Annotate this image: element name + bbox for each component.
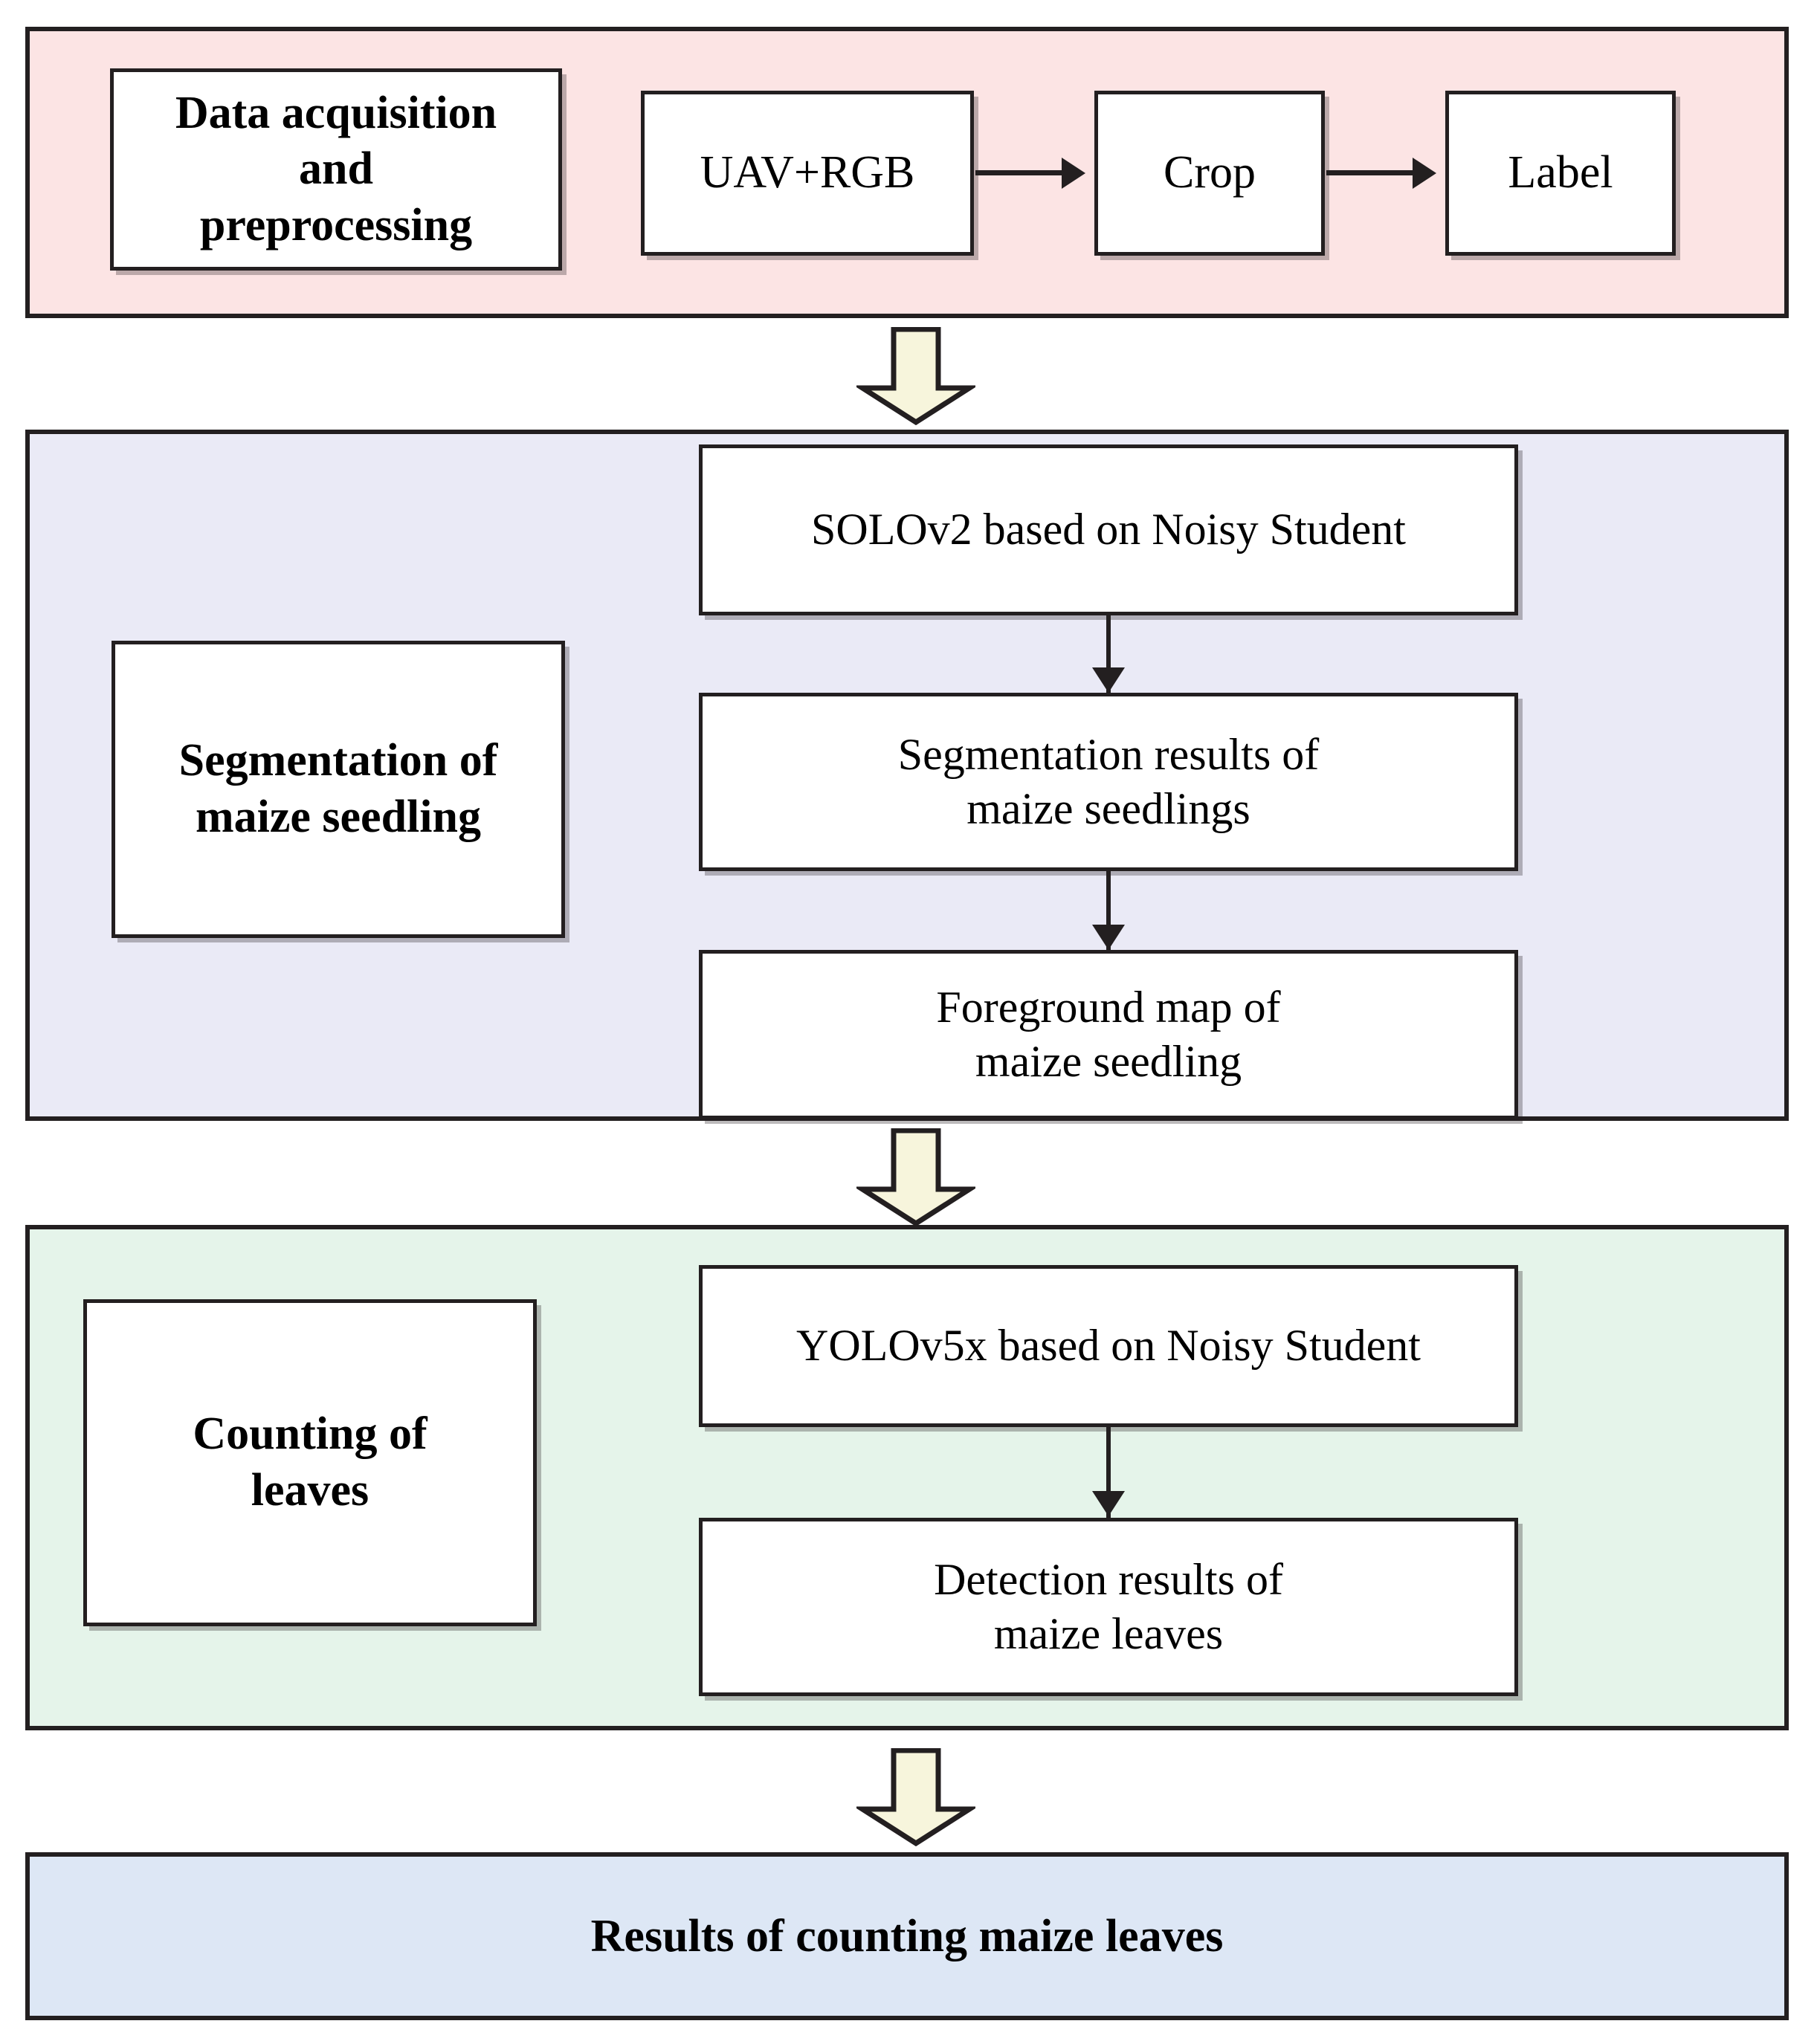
node-segres-line-2: maize seedlings <box>966 784 1250 833</box>
node-detres-line-1: Detection results of <box>934 1554 1283 1604</box>
node-fgmap-line-2: maize seedling <box>975 1037 1242 1086</box>
block-arrow-stage1-to-stage2 <box>856 327 975 425</box>
block-arrow-stage2-to-stage3 <box>856 1128 975 1226</box>
block-arrow-stage3-to-results <box>856 1748 975 1846</box>
node-uav-rgb[interactable]: UAV+RGB <box>641 91 974 256</box>
connector-yolov5x-to-detres-line <box>1106 1427 1111 1518</box>
stage3-label-line-1: Counting of <box>193 1409 427 1460</box>
stage-band-results: Results of counting maize leaves <box>25 1852 1789 2020</box>
connector-yolov5x-to-detres-arrowhead <box>1092 1491 1125 1516</box>
stage-label-segmentation: Segmentation of maize seedling <box>112 641 565 938</box>
stage3-label-line-2: leaves <box>251 1465 369 1516</box>
block-down-arrow-icon <box>856 1748 975 1846</box>
node-detres-line-2: maize leaves <box>993 1609 1224 1658</box>
connector-crop-to-label-line <box>1326 170 1416 175</box>
node-solov2-label: SOLOv2 based on Noisy Student <box>811 505 1406 554</box>
connector-segres-to-fgmap-line <box>1106 871 1111 951</box>
connector-segres-to-fgmap-arrowhead <box>1092 925 1125 950</box>
node-label[interactable]: Label <box>1445 91 1676 256</box>
stage-label-counting: Counting of leaves <box>83 1299 537 1626</box>
node-crop-label: Crop <box>1164 147 1256 198</box>
connector-uav-to-crop-arrowhead <box>1062 158 1085 189</box>
node-detection-results[interactable]: Detection results of maize leaves <box>699 1518 1518 1696</box>
stage4-results-label: Results of counting maize leaves <box>590 1910 1224 1961</box>
connector-solov2-to-segres-arrowhead <box>1092 667 1125 693</box>
stage1-label-line-3: preprocessing <box>199 199 473 250</box>
block-down-arrow-icon <box>856 1128 975 1226</box>
stage1-label-line-2: and <box>299 143 373 195</box>
node-solov2[interactable]: SOLOv2 based on Noisy Student <box>699 444 1518 615</box>
node-fgmap-line-1: Foreground map of <box>936 982 1281 1032</box>
stage-label-data-acquisition: Data acquisition and preprocessing <box>110 68 562 271</box>
stage1-label-line-1: Data acquisition <box>175 87 497 138</box>
node-label-label: Label <box>1508 147 1613 198</box>
node-crop[interactable]: Crop <box>1094 91 1325 256</box>
stage2-label-line-1: Segmentation of <box>178 735 498 786</box>
node-yolov5x[interactable]: YOLOv5x based on Noisy Student <box>699 1265 1518 1427</box>
connector-uav-to-crop-line <box>975 170 1065 175</box>
node-segmentation-results[interactable]: Segmentation results of maize seedlings <box>699 693 1518 871</box>
node-uav-rgb-label: UAV+RGB <box>700 147 915 198</box>
node-foreground-map[interactable]: Foreground map of maize seedling <box>699 950 1518 1119</box>
stage2-label-line-2: maize seedling <box>196 792 481 842</box>
connector-solov2-to-segres-line <box>1106 615 1111 694</box>
block-down-arrow-icon <box>856 327 975 425</box>
connector-crop-to-label-arrowhead <box>1413 158 1436 189</box>
node-yolov5x-label: YOLOv5x based on Noisy Student <box>796 1321 1421 1371</box>
node-segres-line-1: Segmentation results of <box>897 729 1320 779</box>
